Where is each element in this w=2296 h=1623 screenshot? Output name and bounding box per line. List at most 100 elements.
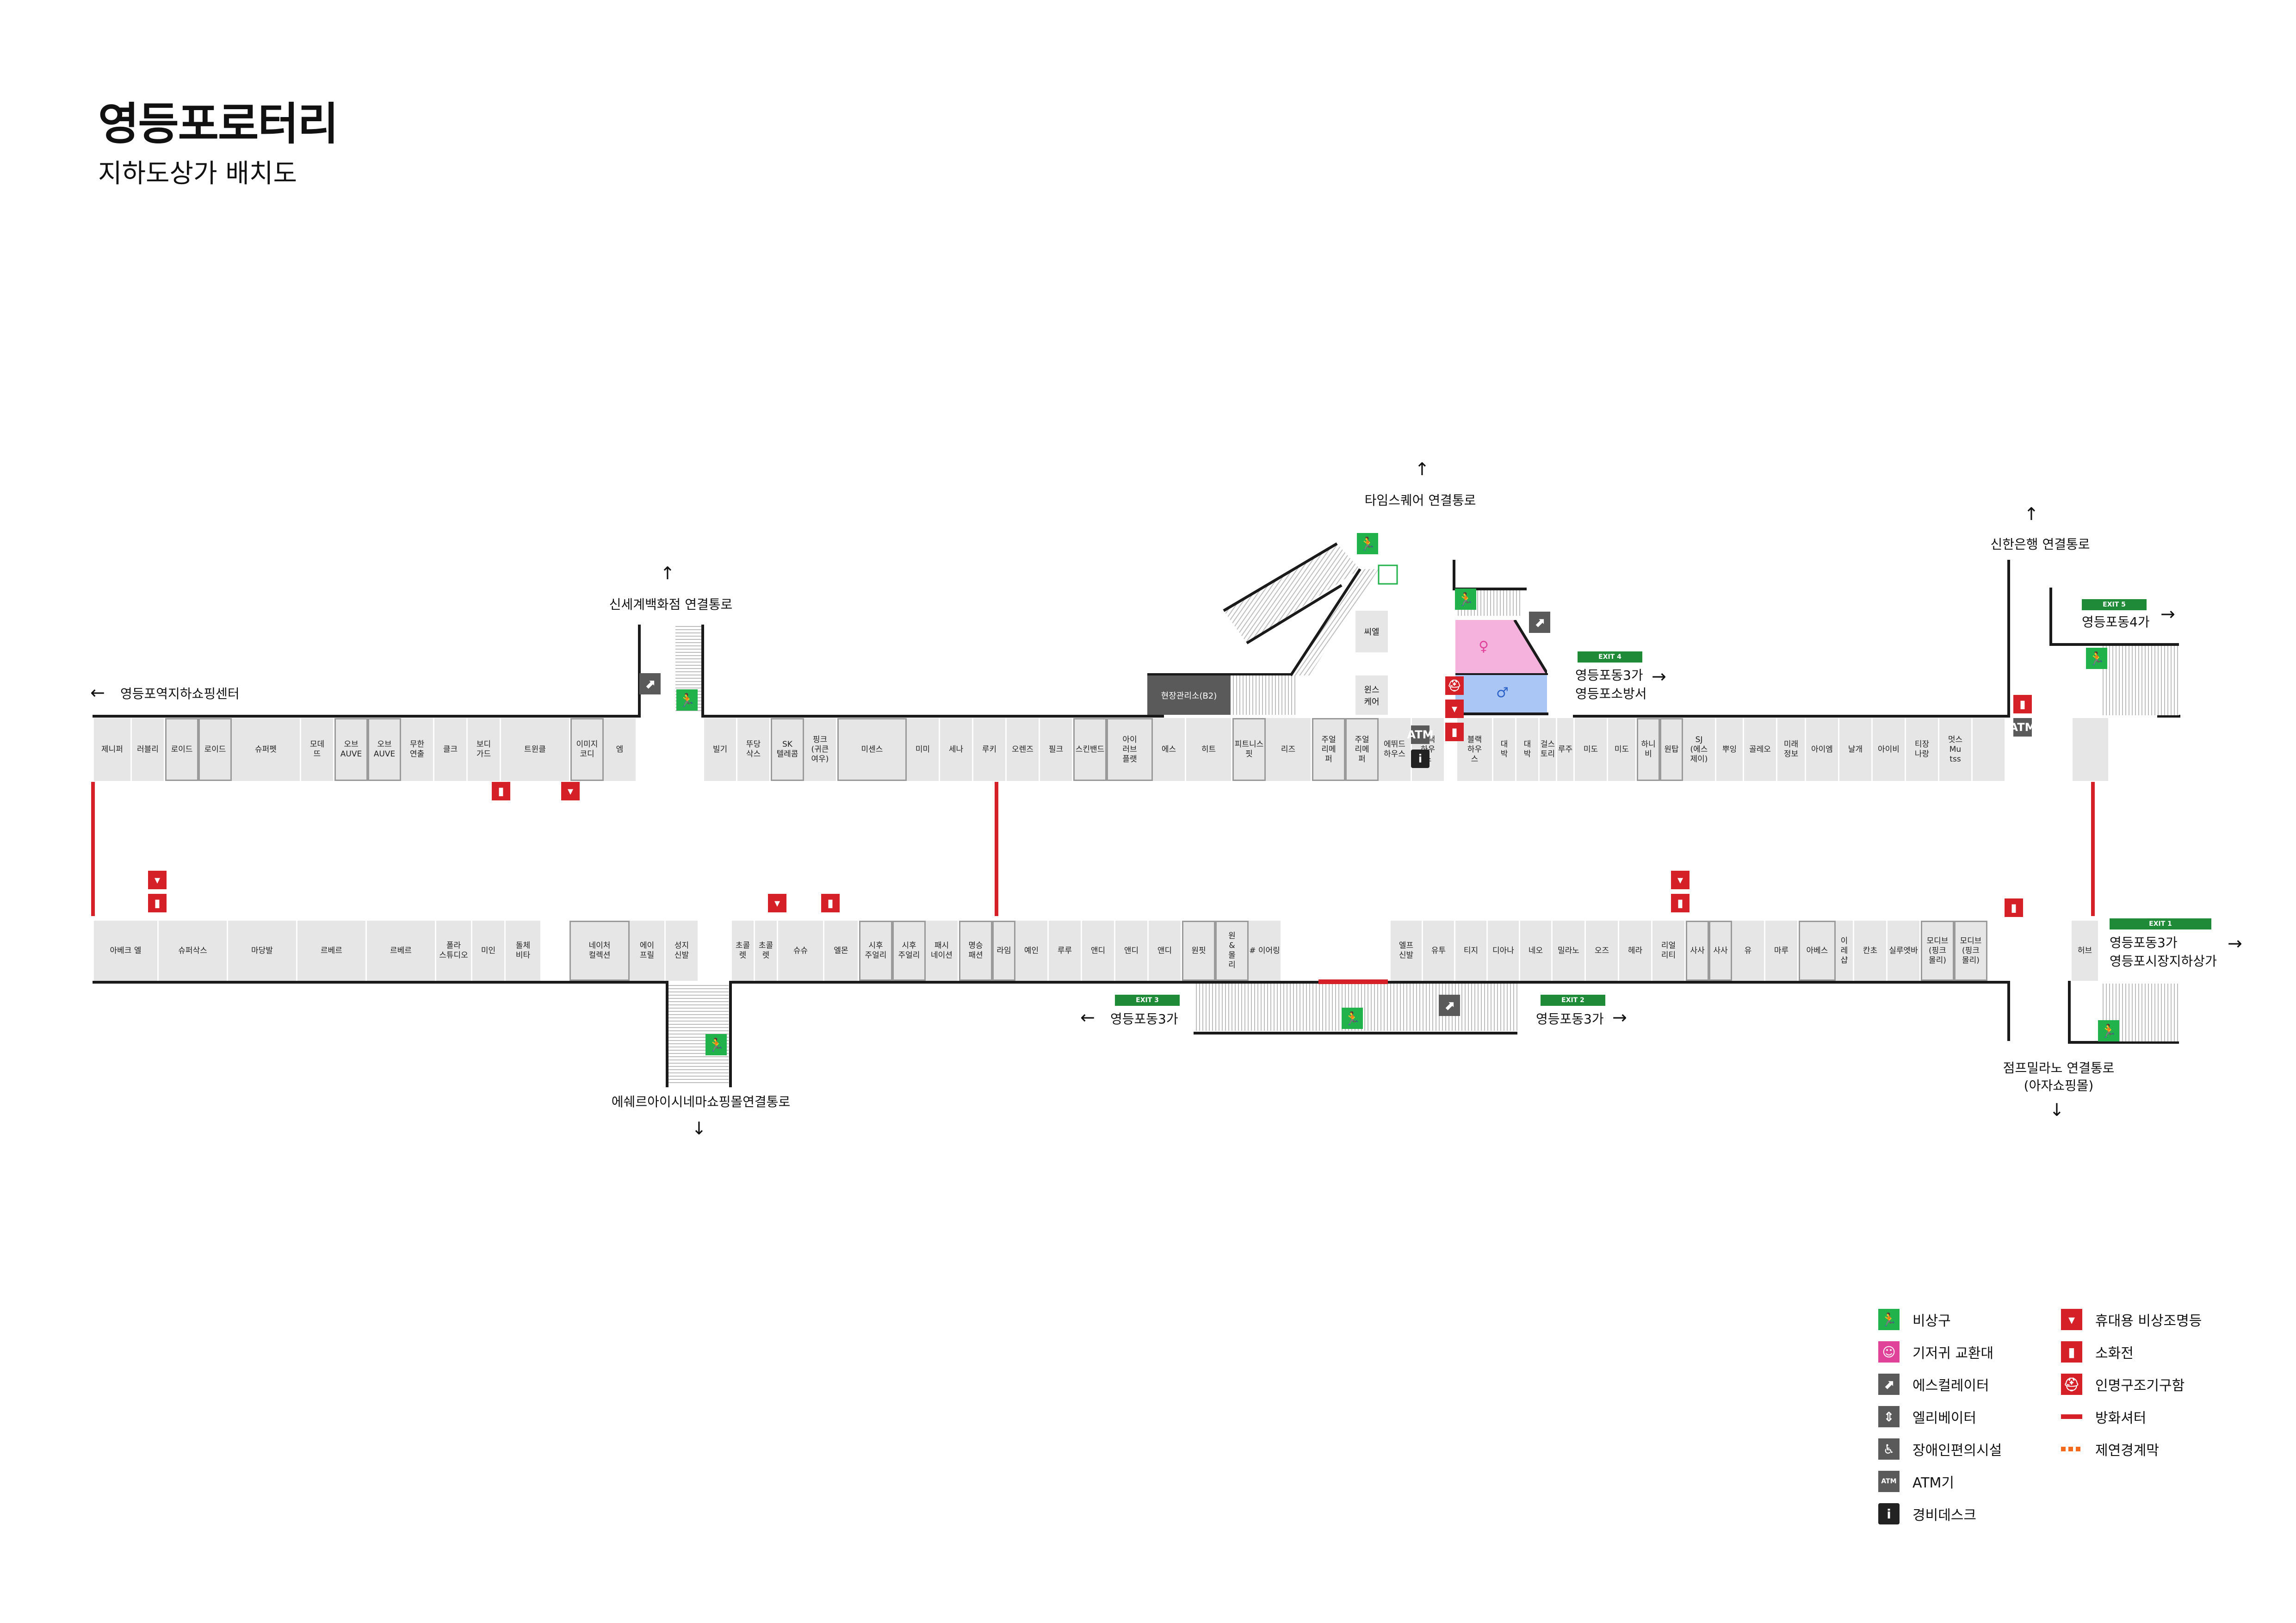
- escalator-icon: ⬈: [1529, 612, 1550, 633]
- shop: 트윈클: [501, 718, 570, 781]
- extinguisher-icon: ▮: [148, 894, 167, 912]
- portable-light-icon: ▾: [1445, 700, 1464, 718]
- legend-elevator: ⇕ 엘리베이터: [1878, 1406, 1976, 1428]
- shop: 시후 주얼리: [859, 921, 892, 981]
- shop: 돌체 비타: [506, 921, 542, 981]
- diaper-room: ♀: [1455, 620, 1510, 673]
- legend-label: 인명구조기구함: [2095, 1378, 2185, 1394]
- escalator-icon: ⬈: [1878, 1374, 1900, 1395]
- emergency-exit-icon: 🏃: [1342, 1008, 1363, 1029]
- smoke-curtain-swatch: [2061, 1447, 2082, 1451]
- extinguisher-icon: ▮: [821, 894, 840, 912]
- shop: 오브 AUVE: [368, 718, 401, 781]
- arrow-right-icon: →: [2160, 604, 2175, 624]
- legend-rescue: ⛑ 인명구조기구함: [2061, 1373, 2185, 1395]
- legend-label: 엘리베이터: [1912, 1410, 1976, 1426]
- stairs: [2100, 646, 2179, 715]
- shop: 에이 프릴: [630, 921, 666, 981]
- site-office: 현장관리소(B2): [1147, 675, 1231, 715]
- shop: 르베르: [297, 921, 367, 981]
- exit-2-badge: EXIT 2: [1541, 995, 1605, 1006]
- wall: [2068, 981, 2071, 1043]
- wall: [2157, 715, 2180, 718]
- arrow-right-icon: →: [1612, 1007, 1627, 1028]
- legend-label: 장애인편의시설: [1912, 1443, 2002, 1459]
- exit-1-badge: EXIT 1: [2110, 918, 2211, 929]
- shop: 오브 AUVE: [334, 718, 368, 781]
- legend-portable-light: ▾ 휴대용 비상조명등: [2061, 1308, 2202, 1331]
- arrow-right-icon: →: [2228, 933, 2242, 954]
- escalator-icon: ⬈: [1439, 995, 1460, 1016]
- wall: [2068, 1041, 2179, 1044]
- shop: 오즈: [1586, 921, 1619, 981]
- connection-times-square: 타임스퀘어 연결통로: [1364, 493, 1476, 508]
- legend-security: i 경비데스크: [1878, 1503, 1976, 1525]
- extinguisher-icon: ▮: [1671, 894, 1690, 912]
- shop: 원핏: [1182, 921, 1215, 981]
- portable-light-icon: ▾: [148, 871, 167, 889]
- shop: 제니퍼: [94, 718, 132, 781]
- shop: 모디브 (핑크 몰리): [1921, 921, 1954, 981]
- legend-accessible: ♿ 장애인편의시설: [1878, 1438, 2002, 1460]
- exit-3-badge: EXIT 3: [1115, 995, 1180, 1006]
- connection-jumpmilano: 점프밀라노 연결통로 (아자쇼핑몰): [2003, 1060, 2115, 1093]
- wall: [1454, 712, 1548, 715]
- shop: 미도: [1608, 718, 1637, 781]
- shop: 초콜 렛: [755, 921, 778, 981]
- shop: 이 레 샵: [1836, 921, 1854, 981]
- extinguisher-icon: ▮: [2005, 898, 2023, 917]
- shop: 초콜 렛: [732, 921, 755, 981]
- exit-5-label: 영등포동4가: [2082, 614, 2150, 630]
- running-man-icon: 🏃: [1878, 1309, 1900, 1330]
- shop: 패시 네이션: [926, 921, 959, 981]
- wall: [729, 981, 1319, 984]
- wall: [1455, 673, 1548, 675]
- elevator-icon: ⇕: [1878, 1406, 1900, 1427]
- shop: 아이엠: [1806, 718, 1839, 781]
- wall: [701, 625, 704, 717]
- diaper-room-slope: [1510, 620, 1547, 673]
- exit-1-label: 영등포동3가 영등포시장지하상가: [2110, 935, 2217, 969]
- shop: 에뛰드 하우스: [1379, 718, 1412, 781]
- emergency-exit-icon: 🏃: [2086, 648, 2107, 669]
- winscare-shop: 윈스 케어: [1355, 675, 1388, 715]
- shop: SK 텔레콤: [771, 718, 804, 781]
- wall: [2007, 981, 2010, 1041]
- shop: 슈퍼삭스: [159, 921, 228, 981]
- shop: 사사: [1686, 921, 1709, 981]
- extinguisher-icon: ▮: [2013, 695, 2032, 713]
- emergency-exit-icon: 🏃: [706, 1034, 727, 1055]
- shop: 아베크 엘: [94, 921, 159, 981]
- arrow-left-icon: ←: [1080, 1007, 1095, 1028]
- shop: 하니비: [1637, 718, 1660, 781]
- shop: 뚜당 삭스: [737, 718, 771, 781]
- shop: 주얼 리메 퍼: [1345, 718, 1379, 781]
- wall: [701, 715, 1164, 718]
- shop: 아이 러브 플랫: [1107, 718, 1153, 781]
- flashlight-icon: ▾: [2061, 1309, 2082, 1330]
- connection-shinhan: 신한은행 연결통로: [1990, 537, 2090, 552]
- shop: 유투: [1423, 921, 1455, 981]
- exit-4-label: 영등포동3가 영등포소방서: [1575, 668, 1647, 701]
- shop: 에스: [1153, 718, 1186, 781]
- shop: [1973, 718, 2006, 781]
- shop: 사사: [1709, 921, 1732, 981]
- legend-escalator: ⬈ 에스컬레이터: [1878, 1373, 1989, 1395]
- shop: 리얼 리티: [1652, 921, 1686, 981]
- shop: 로이드: [165, 718, 198, 781]
- shop: 엘몬: [824, 921, 859, 981]
- shop: 미도: [1575, 718, 1608, 781]
- shop: 원탑: [1660, 718, 1683, 781]
- shop: 예인: [1015, 921, 1049, 981]
- connection-station: 영등포역지하쇼핑센터: [120, 686, 240, 701]
- shop: 허브: [2072, 921, 2099, 981]
- arrow-left-icon: ←: [90, 682, 105, 703]
- rescue-icon: ⛑: [1445, 676, 1464, 695]
- legend-label: 기저귀 교환대: [1912, 1345, 1994, 1362]
- exit-4-badge: EXIT 4: [1578, 651, 1642, 663]
- shop: 라임: [992, 921, 1015, 981]
- atm-icon: ATM: [2010, 718, 2036, 737]
- legend-smoke-curtain: 제연경계막: [2061, 1438, 2159, 1460]
- shop: 미인: [472, 921, 506, 981]
- page-title: 영등포로터리: [98, 98, 339, 150]
